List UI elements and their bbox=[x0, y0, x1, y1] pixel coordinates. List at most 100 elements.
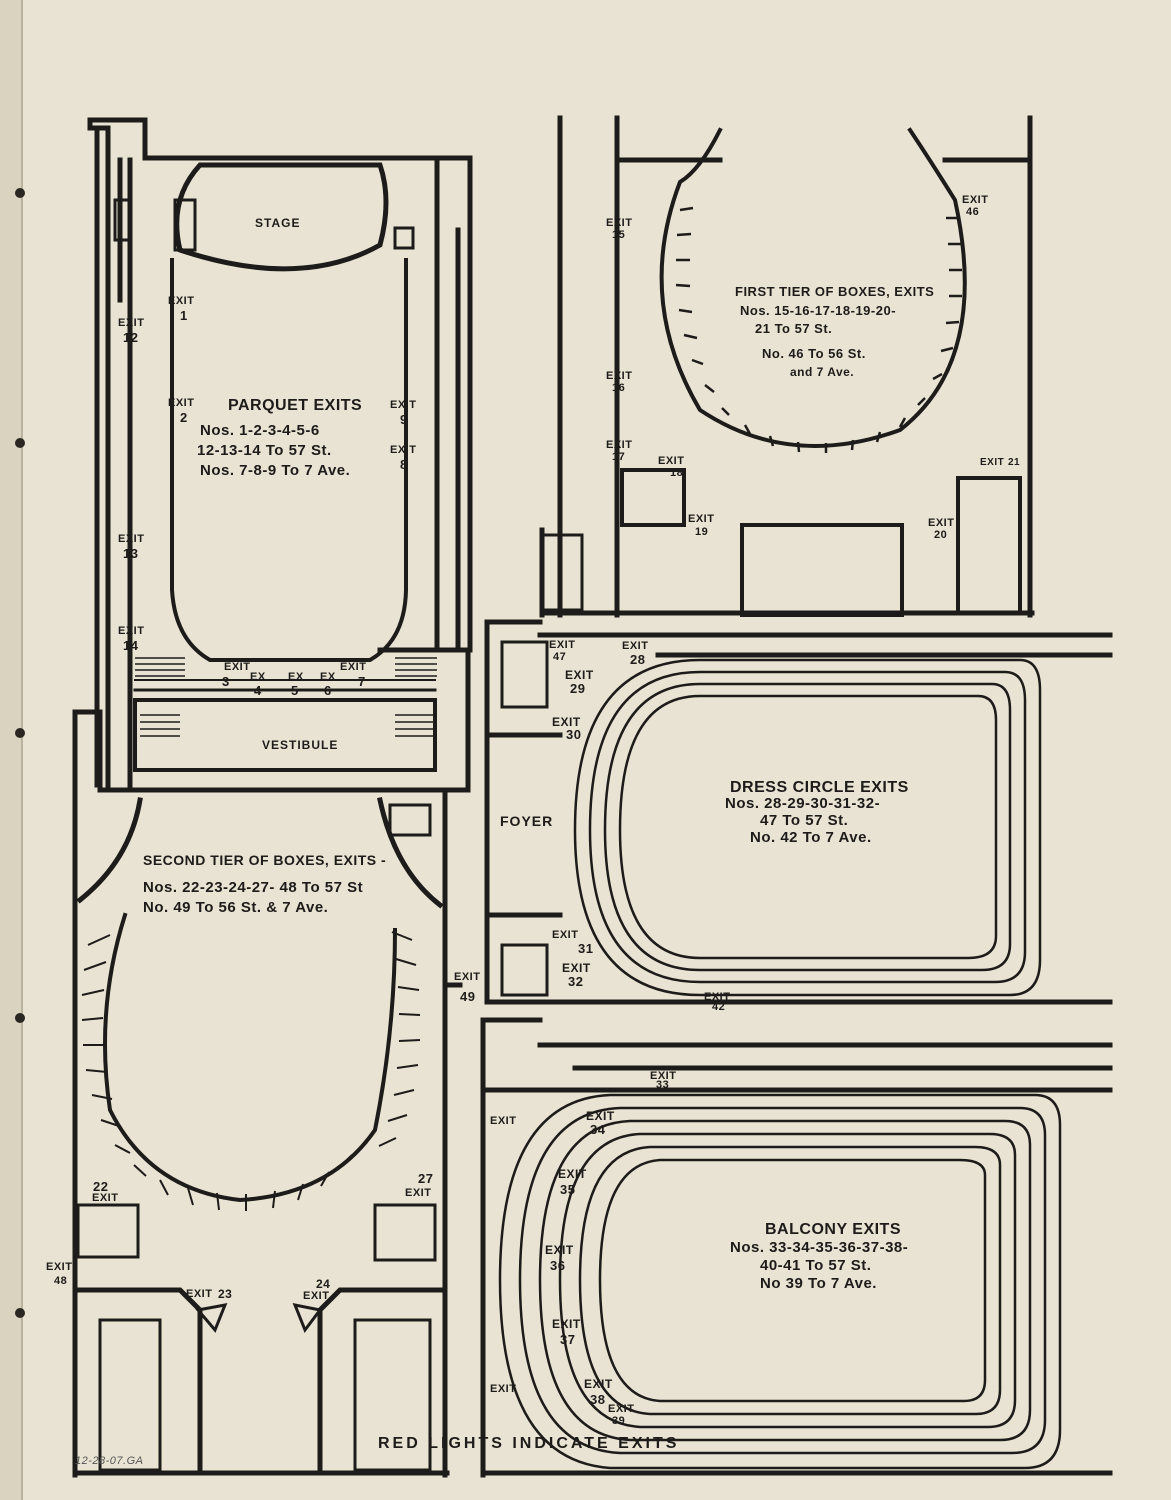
balcony-line-1: Nos. 33-34-35-36-37-38- bbox=[730, 1239, 909, 1256]
exit-13-label: EXIT bbox=[118, 533, 145, 545]
exit-21-number: 21 bbox=[1008, 457, 1021, 468]
exit-20-number: 20 bbox=[934, 529, 948, 541]
exit-2-label: EXIT bbox=[168, 397, 195, 409]
exit-2-number: 2 bbox=[180, 410, 188, 425]
dress-circle-plan bbox=[484, 619, 1113, 1005]
exit-37-number: 37 bbox=[560, 1332, 576, 1347]
exit-24-label: EXIT bbox=[303, 1290, 330, 1302]
page-edge bbox=[0, 0, 22, 1500]
exit-38-label: EXIT bbox=[584, 1377, 613, 1391]
exit-1-number: 1 bbox=[180, 308, 188, 323]
exit-36-number: 36 bbox=[550, 1258, 566, 1273]
balcony-line-2: 40-41 To 57 St. bbox=[760, 1257, 872, 1274]
dress-circle-title: DRESS CIRCLE EXITS bbox=[730, 779, 909, 796]
exit-29-number: 29 bbox=[570, 681, 586, 696]
first-tier-line-3: No. 46 To 56 St. bbox=[762, 346, 866, 361]
exit-48-label: EXIT bbox=[46, 1261, 73, 1273]
exit-15-label: EXIT bbox=[606, 217, 633, 229]
second-tier-title: SECOND TIER OF BOXES, EXITS - bbox=[143, 852, 387, 868]
dress-circle-line-3: No. 42 To 7 Ave. bbox=[750, 829, 872, 846]
exit-17-number: 17 bbox=[612, 451, 626, 463]
exit-17-label: EXIT bbox=[606, 439, 633, 451]
exit-5-label: EX bbox=[288, 671, 304, 683]
exit-1-label: EXIT bbox=[168, 295, 195, 307]
exit-28-number: 28 bbox=[630, 652, 646, 667]
exit-6-number: 6 bbox=[324, 683, 332, 698]
stage-label: STAGE bbox=[255, 216, 301, 230]
exit-33-number: 33 bbox=[656, 1079, 670, 1091]
exit-8-number: 8 bbox=[400, 457, 408, 472]
exit-9-label: EXIT bbox=[390, 399, 417, 411]
second-tier-line-2: No. 49 To 56 St. & 7 Ave. bbox=[143, 899, 329, 916]
exit-13-number: 13 bbox=[123, 546, 139, 561]
exit-balcony-left-top-label: EXIT bbox=[490, 1115, 517, 1127]
balcony-rows bbox=[498, 1093, 1062, 1470]
exit-30-label: EXIT bbox=[552, 715, 581, 729]
second-tier-seat-marks bbox=[81, 931, 421, 1211]
dress-circle-line-1: Nos. 28-29-30-31-32- bbox=[725, 795, 881, 812]
exit-49-number: 49 bbox=[460, 989, 476, 1004]
balcony-line-3: No 39 To 7 Ave. bbox=[760, 1275, 877, 1292]
exit-35-label: EXIT bbox=[558, 1167, 587, 1181]
exit-42-number: 42 bbox=[712, 1001, 726, 1013]
parquet-line-1: Nos. 1-2-3-4-5-6 bbox=[200, 422, 320, 439]
parquet-plan bbox=[72, 117, 473, 793]
parquet-line-3: Nos. 7-8-9 To 7 Ave. bbox=[200, 462, 351, 479]
exit-18-number: 18 bbox=[670, 467, 684, 479]
parquet-stair-hatching bbox=[135, 657, 437, 737]
exit-28-label: EXIT bbox=[622, 640, 649, 652]
parquet-line-2: 12-13-14 To 57 St. bbox=[197, 442, 332, 459]
exit-34-number: 34 bbox=[590, 1122, 606, 1137]
exit-4-label: EX bbox=[250, 671, 266, 683]
exit-39-label: EXIT bbox=[608, 1403, 635, 1415]
exit-32-label: EXIT bbox=[562, 961, 591, 975]
dress-circle-rows bbox=[573, 658, 1042, 997]
exit-16-number: 16 bbox=[612, 382, 626, 394]
exit-6-label: EX bbox=[320, 671, 336, 683]
balcony-plan bbox=[480, 1017, 1113, 1478]
foyer-label: FOYER bbox=[500, 813, 554, 829]
first-tier-title: FIRST TIER OF BOXES, EXITS bbox=[735, 284, 935, 299]
exit-48-number: 48 bbox=[54, 1275, 68, 1287]
exit-15-number: 15 bbox=[612, 229, 626, 241]
exit-18-label: EXIT bbox=[658, 455, 685, 467]
exit-37-label: EXIT bbox=[552, 1317, 581, 1331]
binder-hole bbox=[15, 188, 25, 198]
exit-7-number: 7 bbox=[358, 674, 366, 689]
exit-20-label: EXIT bbox=[928, 517, 955, 529]
exit-33-label: EXIT bbox=[650, 1070, 677, 1082]
exit-22-number: 22 bbox=[93, 1179, 109, 1194]
exit-24-number: 24 bbox=[316, 1277, 331, 1291]
balcony-title: BALCONY EXITS bbox=[765, 1221, 901, 1238]
handwritten-note: 12-28-07.GA bbox=[75, 1455, 144, 1467]
exit-49-label: EXIT bbox=[454, 971, 481, 983]
exit-balcony-left-bottom-label: EXIT bbox=[490, 1383, 517, 1395]
vestibule-label: VESTIBULE bbox=[262, 738, 339, 752]
exit-36-label: EXIT bbox=[545, 1243, 574, 1257]
exit-29-label: EXIT bbox=[565, 668, 594, 682]
exit-22-label: EXIT bbox=[92, 1192, 119, 1204]
exit-16-label: EXIT bbox=[606, 370, 633, 382]
first-tier-line-4: and 7 Ave. bbox=[790, 365, 855, 379]
exit-3-number: 3 bbox=[222, 674, 230, 689]
exit-23-label: EXIT bbox=[186, 1288, 213, 1300]
parquet-title: PARQUET EXITS bbox=[228, 397, 363, 414]
binder-hole bbox=[15, 438, 25, 448]
exit-35-number: 35 bbox=[560, 1182, 576, 1197]
exit-46-number: 46 bbox=[966, 206, 980, 218]
binder-hole bbox=[15, 1308, 25, 1318]
exit-38-number: 38 bbox=[590, 1392, 606, 1407]
footer-caption: RED LIGHTS INDICATE EXITS bbox=[378, 1435, 680, 1452]
first-tier-line-2: 21 To 57 St. bbox=[755, 321, 833, 336]
exit-7-label: EXIT bbox=[340, 661, 367, 673]
exit-21-label: EXIT bbox=[980, 457, 1005, 468]
first-tier-line-1: Nos. 15-16-17-18-19-20- bbox=[740, 303, 897, 318]
exit-47-number: 47 bbox=[553, 651, 567, 663]
exit-39-number: 39 bbox=[612, 1415, 626, 1427]
exit-12-number: 12 bbox=[123, 330, 139, 345]
exit-42-label: EXIT bbox=[704, 991, 731, 1003]
second-tier-plan bbox=[72, 787, 463, 1478]
exit-23-number: 23 bbox=[218, 1287, 233, 1301]
exit-46-label: EXIT bbox=[962, 194, 989, 206]
